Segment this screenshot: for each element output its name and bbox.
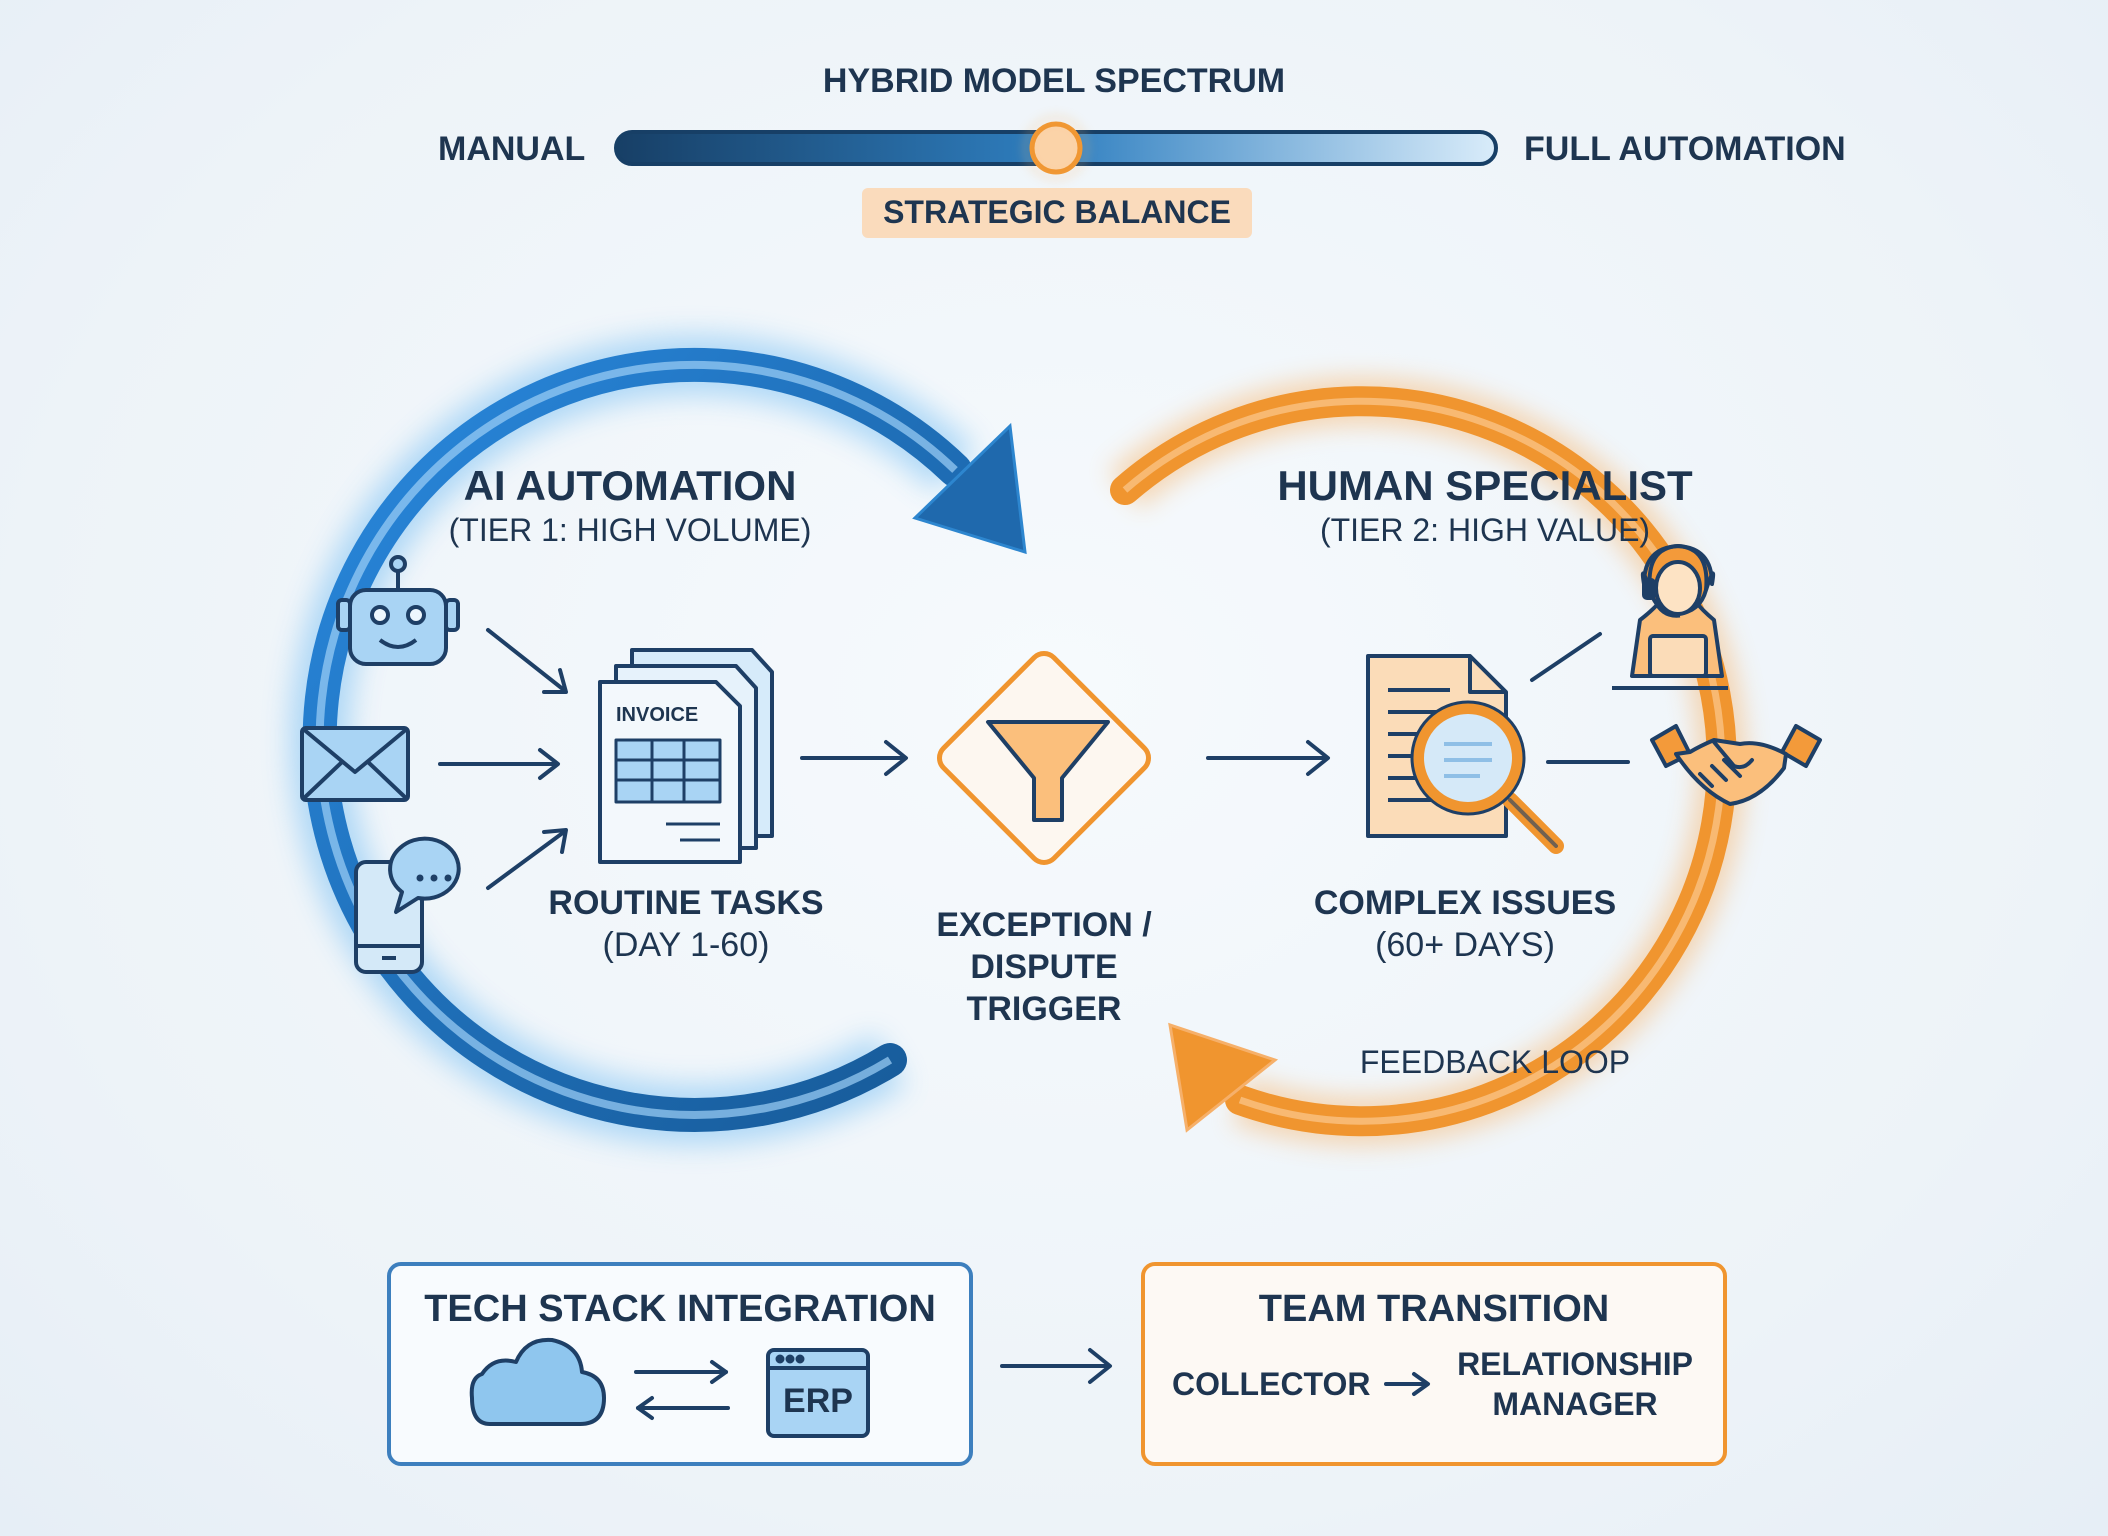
balance-badge-bg bbox=[862, 188, 1252, 238]
ai-automation-title: AI AUTOMATION bbox=[463, 462, 797, 509]
document-search-icon bbox=[1366, 654, 1564, 854]
strategic-balance-badge: STRATEGIC BALANCE bbox=[883, 194, 1231, 230]
invoice-label: INVOICE bbox=[616, 704, 699, 726]
arrow-between-boxes bbox=[1000, 1348, 1112, 1384]
slider-thumb[interactable] bbox=[1029, 121, 1083, 175]
robot-icon bbox=[336, 555, 460, 666]
ai-loop-arrowhead bbox=[912, 422, 1027, 555]
invoice-document-stack bbox=[598, 648, 774, 864]
specialist-connectors bbox=[1530, 632, 1630, 764]
tech-stack-title: TECH STACK INTEGRATION bbox=[424, 1288, 936, 1330]
email-icon bbox=[300, 726, 410, 802]
complex-issues-sub: (60+ DAYS) bbox=[1375, 926, 1555, 964]
collector-arrow bbox=[1384, 1372, 1430, 1396]
spectrum-slider[interactable] bbox=[614, 116, 1498, 180]
routine-tasks-sub: (DAY 1-60) bbox=[602, 926, 770, 964]
human-specialist-subtitle: (TIER 2: HIGH VALUE) bbox=[1319, 512, 1651, 548]
trigger-diamond bbox=[936, 650, 1152, 866]
cloud-icon bbox=[469, 1337, 606, 1426]
trigger-line-1: EXCEPTION / bbox=[936, 906, 1152, 944]
arrow-to-trigger bbox=[800, 740, 908, 776]
agent-headset-icon bbox=[1612, 544, 1728, 690]
trigger-line-3: TRIGGER bbox=[966, 990, 1122, 1028]
sync-arrows-icon bbox=[634, 1360, 730, 1420]
human-loop-arrow bbox=[1108, 376, 1747, 1147]
trigger-line-2: DISPUTE bbox=[970, 948, 1118, 986]
team-transition-title: TEAM TRANSITION bbox=[1258, 1288, 1610, 1330]
funnel-icon bbox=[986, 720, 1110, 822]
trigger-label: EXCEPTION / DISPUTE TRIGGER bbox=[894, 904, 1194, 1030]
erp-label: ERP bbox=[783, 1382, 853, 1420]
relationship-manager-line-1: RELATIONSHIP bbox=[1457, 1346, 1693, 1382]
input-arrows bbox=[438, 628, 568, 890]
feedback-loop-label: FEEDBACK LOOP bbox=[1359, 1044, 1631, 1080]
spectrum-right-label: FULL AUTOMATION bbox=[1524, 130, 1846, 168]
slider-thumb-glow bbox=[1024, 116, 1088, 180]
complex-issues-title: COMPLEX ISSUES bbox=[1313, 884, 1617, 922]
human-specialist-title: HUMAN SPECIALIST bbox=[1277, 462, 1693, 509]
spectrum-left-label: MANUAL bbox=[438, 130, 586, 168]
routine-tasks-title: ROUTINE TASKS bbox=[548, 884, 824, 922]
erp-window-icon bbox=[766, 1348, 870, 1438]
phone-chat-icon bbox=[354, 836, 461, 974]
relationship-manager-label: RELATIONSHIP MANAGER bbox=[1440, 1344, 1710, 1424]
human-loop-arrowhead bbox=[1168, 1022, 1279, 1133]
collector-label: COLLECTOR bbox=[1172, 1366, 1371, 1402]
team-transition-box bbox=[1141, 1262, 1727, 1466]
arrow-to-complex-issues bbox=[1206, 740, 1330, 776]
spectrum-title: HYBRID MODEL SPECTRUM bbox=[822, 62, 1286, 100]
ai-loop-arrow bbox=[289, 334, 1027, 1145]
relationship-manager-line-2: MANAGER bbox=[1492, 1386, 1658, 1422]
handshake-icon bbox=[1650, 724, 1822, 806]
ai-automation-subtitle: (TIER 1: HIGH VOLUME) bbox=[448, 512, 812, 548]
